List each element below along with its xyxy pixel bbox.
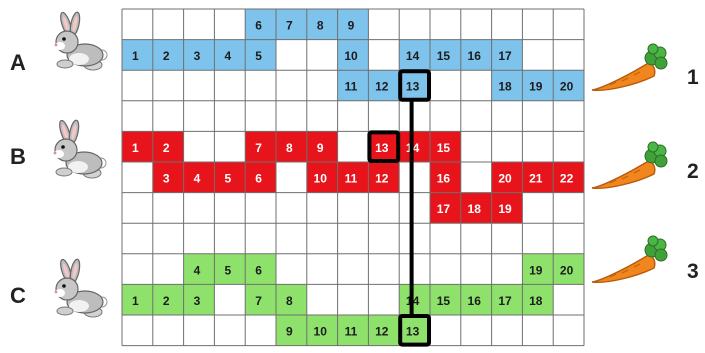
- path-c-step-number: 20: [560, 263, 574, 277]
- path-a-step-number: 17: [498, 49, 512, 63]
- path-a-step-number: 13: [406, 80, 420, 94]
- path-b-step-number: 10: [314, 171, 328, 185]
- path-b-step-number: 6: [255, 171, 262, 185]
- path-c-step-number: 12: [375, 324, 389, 338]
- rabbit-label: B: [10, 144, 26, 169]
- path-b-step-number: 2: [163, 141, 170, 155]
- rabbit-icon: [55, 11, 107, 70]
- carrot-icon: [592, 142, 667, 188]
- rabbit-icon: [54, 119, 106, 178]
- path-a-step-number: 6: [255, 18, 262, 32]
- path-c-step-number: 9: [286, 324, 293, 338]
- path-c-step-number: 10: [314, 324, 328, 338]
- path-c-step-number: 13: [406, 324, 420, 338]
- path-a-step-number: 16: [468, 49, 482, 63]
- path-b-step-number: 15: [437, 141, 451, 155]
- path-a-step-number: 18: [498, 80, 512, 94]
- path-b-step-number: 3: [163, 171, 170, 185]
- path-a-step-number: 20: [560, 80, 574, 94]
- rabbit-label: A: [10, 50, 26, 75]
- path-a-step-number: 15: [437, 49, 451, 63]
- path-b-step-number: 13: [375, 141, 389, 155]
- path-a-step-number: 9: [348, 18, 355, 32]
- path-a-step-number: 8: [317, 18, 324, 32]
- rabbit-icon: [55, 258, 107, 317]
- path-b-step-number: 1: [132, 141, 139, 155]
- path-a-step-number: 2: [163, 49, 170, 63]
- path-b-step-number: 20: [498, 171, 512, 185]
- path-b-step-number: 7: [255, 141, 262, 155]
- path-a-step-number: 3: [194, 49, 201, 63]
- path-c-step-number: 7: [255, 294, 262, 308]
- path-b-step-number: 9: [317, 141, 324, 155]
- path-c-step-number: 4: [194, 263, 201, 277]
- path-c-step-number: 5: [224, 263, 231, 277]
- path-a-step-number: 12: [375, 80, 389, 94]
- path-a-step-number: 7: [286, 18, 293, 32]
- path-c-step-number: 1: [132, 294, 139, 308]
- path-c-step-number: 17: [498, 294, 512, 308]
- path-a-step-number: 4: [224, 49, 231, 63]
- carrot-icon: [592, 236, 667, 282]
- path-c-step-number: 2: [163, 294, 170, 308]
- path-b-step-number: 5: [224, 171, 231, 185]
- path-b-step-number: 22: [560, 171, 574, 185]
- carrot-label: 3: [687, 260, 699, 283]
- path-a-step-number: 11: [345, 80, 358, 94]
- path-a-step-number: 19: [529, 80, 543, 94]
- path-b-step-number: 17: [437, 202, 451, 216]
- path-a-step-number: 1: [132, 49, 139, 63]
- path-c-step-number: 6: [255, 263, 262, 277]
- path-c-step-number: 16: [468, 294, 482, 308]
- carrot-icon: [592, 44, 667, 90]
- path-a-step-number: 5: [255, 49, 262, 63]
- carrot-label: 1: [687, 66, 699, 89]
- path-b-step-number: 11: [345, 171, 358, 185]
- path-b-step-number: 18: [468, 202, 482, 216]
- path-b-step-number: 19: [498, 202, 512, 216]
- path-b-step-number: 21: [529, 171, 543, 185]
- carrot-label: 2: [687, 160, 699, 183]
- path-c-step-number: 19: [529, 263, 543, 277]
- path-a-step-number: 14: [406, 49, 420, 63]
- path-b-step-number: 4: [194, 171, 201, 185]
- path-c-step-number: 11: [345, 324, 358, 338]
- path-b-step-number: 8: [286, 141, 293, 155]
- path-b-step-number: 16: [437, 171, 451, 185]
- path-c-step-number: 15: [437, 294, 451, 308]
- path-a-step-number: 10: [344, 49, 358, 63]
- path-c-step-number: 3: [194, 294, 201, 308]
- path-c-step-number: 18: [529, 294, 543, 308]
- path-b-step-number: 12: [375, 171, 389, 185]
- rabbit-label: C: [10, 283, 26, 308]
- path-c-step-number: 8: [286, 294, 293, 308]
